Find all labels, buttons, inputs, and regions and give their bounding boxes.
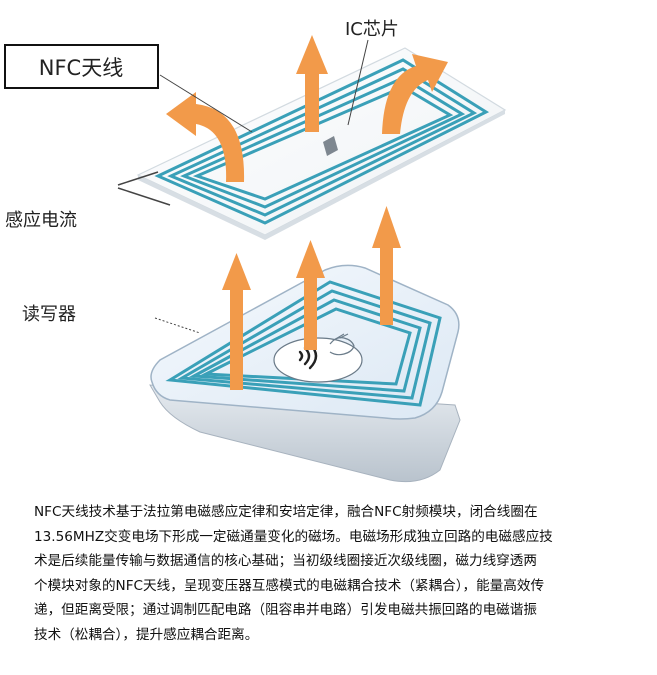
arrow-curve-right: [382, 54, 448, 134]
ic-chip-leader: [347, 39, 369, 126]
leader-lines: [117, 39, 369, 334]
caption-line-3: 术是后续能量传输与数据通信的核心基础；当初级线圈接近次级线圈，磁力线穿透两: [34, 553, 537, 569]
caption-line-6: 技术（松耦合），提升感应耦合距离。: [34, 626, 259, 643]
reader-icon-circle: [273, 337, 363, 383]
ic-chip: [323, 136, 338, 156]
arrow-up-right-lower: [372, 206, 401, 325]
reader-leader: [154, 317, 201, 334]
reader-label: 读写器: [22, 304, 76, 325]
nfc-label-leader: [159, 74, 253, 133]
nfc-antenna-card: [136, 47, 507, 240]
antenna-coil: [154, 58, 490, 225]
arrow-curve-left: [166, 92, 245, 182]
description-text: NFC天线技术基于法拉第电磁感应定律和安培定律，融合NFC射频模块，闭合线圈在 …: [34, 500, 604, 647]
caption-line-5: 递，但距离受限；通过调制匹配电路（阻容串并电路）引发电磁共振回路的电磁谐振: [34, 602, 537, 618]
caption-line-1: NFC天线技术基于法拉第电磁感应定律和安培定律，融合NFC射频模块，闭合线圈在: [34, 504, 538, 520]
arrow-up-center-lower: [296, 240, 325, 350]
current-pointer-2: [117, 187, 171, 206]
nfc-label-box: NFC天线: [4, 44, 159, 89]
induced-current-label: 感应电流: [5, 210, 77, 231]
caption-line-2: 13.56MHZ交变电场下形成一定磁通量变化的磁场。电磁场形成独立回路的电磁感应…: [34, 528, 553, 545]
ic-chip-label: IC芯片: [345, 19, 399, 40]
arrow-up-left-lower: [222, 253, 251, 390]
arrow-up-center-upper: [296, 35, 328, 132]
nfc-diagram: NFC天线 IC芯片 感应电流 读写器: [4, 19, 507, 483]
field-arrows: [166, 35, 448, 390]
caption-line-4: 个模块对象的NFC天线，呈现变压器互感模式的电磁耦合技术（紧耦合），能量高效传: [34, 577, 545, 594]
hand-tap-icon: [329, 333, 355, 356]
current-pointer: [117, 171, 159, 186]
nfc-antenna-label: NFC天线: [39, 56, 123, 80]
